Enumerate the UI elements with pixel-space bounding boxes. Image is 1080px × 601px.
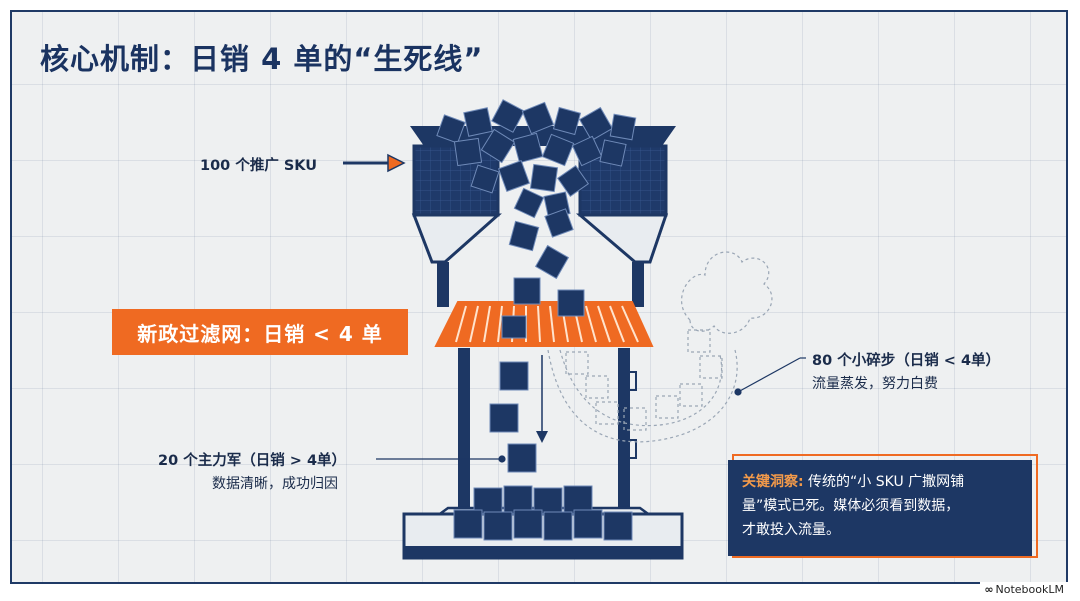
brand-name: NotebookLM — [995, 583, 1064, 596]
insight-box: 关键洞察: 传统的“小 SKU 广撒网铺 量”模式已死。媒体必须看到数据， 才敢… — [728, 460, 1032, 556]
label-top-sku: 100 个推广 SKU — [200, 158, 318, 174]
tower-base — [402, 506, 684, 560]
evaporation-path — [547, 251, 773, 443]
filter-mesh — [434, 301, 654, 347]
sku-cubes — [436, 99, 637, 541]
hopper — [410, 126, 676, 264]
leader-lines — [376, 357, 806, 463]
label-failed-title: 80 个小碎步（日销 < 4单） — [812, 353, 1001, 369]
input-arrow-icon — [343, 153, 406, 173]
insight-key: 关键洞察: — [742, 474, 804, 490]
label-main-sub: 数据清晰，成功归因 — [212, 476, 338, 492]
page-title: 核心机制：日销 4 单的“生死线” — [40, 42, 484, 76]
label-main-title: 20 个主力军（日销 > 4单） — [158, 453, 347, 469]
insight-line-2: 量”模式已死。媒体必须看到数据， — [742, 498, 960, 514]
label-failed-sub: 流量蒸发，努力白费 — [812, 376, 938, 392]
filter-label: 新政过滤网：日销 < 4 单 — [112, 309, 408, 355]
notebooklm-logo-icon: ∞ — [984, 583, 994, 596]
tower-walls — [437, 262, 644, 516]
brand-watermark: ∞NotebookLM — [980, 582, 1068, 597]
insight-line-1: 关键洞察: 传统的“小 SKU 广撒网铺 — [742, 474, 965, 490]
insight-line-3: 才敢投入流量。 — [742, 522, 840, 538]
